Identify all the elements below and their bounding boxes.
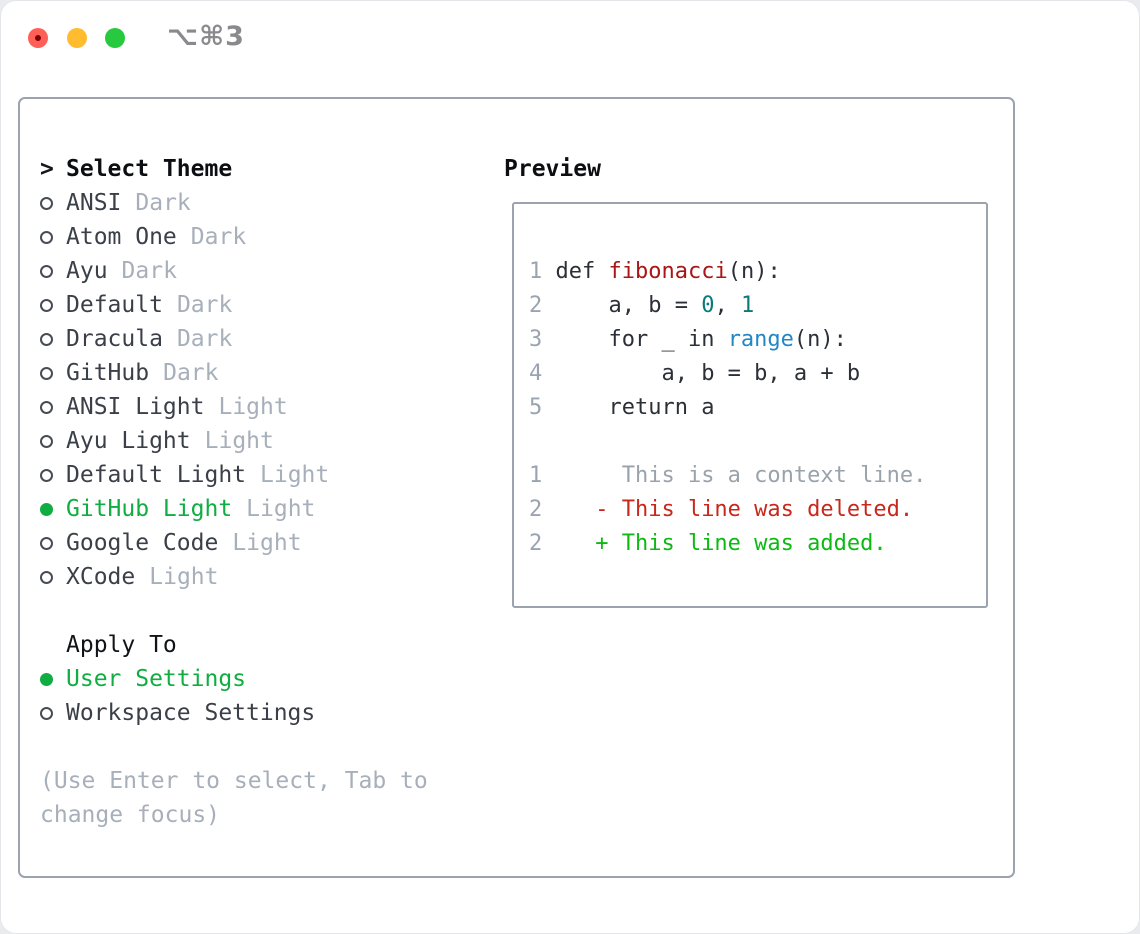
minimize-button[interactable] <box>67 28 87 48</box>
theme-option-ansi-dark[interactable]: ANSI Dark <box>40 186 470 220</box>
preview-pane: 1 def fibonacci(n): 2 a, b = 0, 1 3 for … <box>512 202 988 608</box>
radio-icon <box>40 706 53 720</box>
radio-icon <box>40 434 53 448</box>
theme-option-github-dark[interactable]: GitHub Dark <box>40 356 470 390</box>
theme-list-header: > Select Theme <box>40 152 470 186</box>
theme-list: > Select Theme ANSI Dark Atom One Dark A… <box>40 152 470 832</box>
theme-option-xcode-light[interactable]: XCode Light <box>40 560 470 594</box>
list-title: Select Theme <box>66 156 233 182</box>
variant-badge: Dark <box>163 360 219 386</box>
apply-option-workspace-settings[interactable]: Workspace Settings <box>40 696 470 730</box>
theme-option-default-light[interactable]: Default Light Light <box>40 458 470 492</box>
radio-selected-icon <box>40 502 53 516</box>
theme-option-default-dark[interactable]: Default Dark <box>40 288 470 322</box>
theme-option-ayu-light[interactable]: Ayu Light Light <box>40 424 470 458</box>
variant-badge: Dark <box>176 326 233 352</box>
theme-option-google-code-light[interactable]: Google Code Light <box>40 526 470 560</box>
radio-icon <box>40 366 53 380</box>
radio-icon <box>40 400 53 414</box>
apply-option-user-settings-selected[interactable]: User Settings <box>40 662 470 696</box>
diff-added-line: 2 + This line was added. <box>529 531 887 556</box>
code-line: 4 a, b = b, a + b <box>529 361 861 386</box>
radio-icon <box>40 230 53 244</box>
variant-badge: Dark <box>176 292 233 318</box>
preview-title: Preview <box>504 156 601 182</box>
radio-icon <box>40 196 53 210</box>
theme-option-ayu-dark[interactable]: Ayu Dark <box>40 254 470 288</box>
theme-option-ansi-light[interactable]: ANSI Light Light <box>40 390 470 424</box>
theme-option-atom-one-dark[interactable]: Atom One Dark <box>40 220 470 254</box>
variant-badge: Light <box>149 564 219 590</box>
spacer <box>40 594 470 628</box>
radio-selected-icon <box>40 672 53 686</box>
close-button[interactable] <box>28 28 48 48</box>
apply-to-header: Apply To <box>66 632 177 658</box>
variant-badge: Light <box>204 428 274 454</box>
code-line: 5 return a <box>529 395 715 420</box>
diff-deleted-line: 2 - This line was deleted. <box>529 497 914 522</box>
radio-icon <box>40 536 53 550</box>
prompt-icon: > <box>40 156 54 182</box>
zoom-button[interactable] <box>105 28 125 48</box>
variant-badge: Light <box>218 394 288 420</box>
variant-badge: Dark <box>190 224 247 250</box>
code-line: 1 def fibonacci(n): <box>529 259 781 284</box>
variant-badge: Dark <box>121 258 177 284</box>
radio-icon <box>40 332 53 346</box>
variant-badge: Light <box>246 496 316 522</box>
theme-option-dracula-dark[interactable]: Dracula Dark <box>40 322 470 356</box>
radio-icon <box>40 298 53 312</box>
titlebar: ⌥⌘3 <box>0 0 1140 76</box>
variant-badge: Dark <box>135 190 191 216</box>
code-line: 3 for _ in range(n): <box>529 327 847 352</box>
diff-context-line: 1 This is a context line. <box>529 463 927 488</box>
variant-badge: Light <box>260 462 330 488</box>
radio-icon <box>40 468 53 482</box>
theme-picker-panel: > Select Theme ANSI Dark Atom One Dark A… <box>18 97 1015 878</box>
window-title: ⌥⌘3 <box>167 21 245 52</box>
code-line: 2 a, b = 0, 1 <box>529 293 755 318</box>
keyboard-hint: (Use Enter to select, Tab to change focu… <box>40 768 428 828</box>
radio-icon <box>40 264 53 278</box>
theme-option-github-light-selected[interactable]: GitHub Light Light <box>40 492 470 526</box>
blank-line <box>529 425 986 459</box>
variant-badge: Light <box>232 530 302 556</box>
radio-icon <box>40 570 53 584</box>
